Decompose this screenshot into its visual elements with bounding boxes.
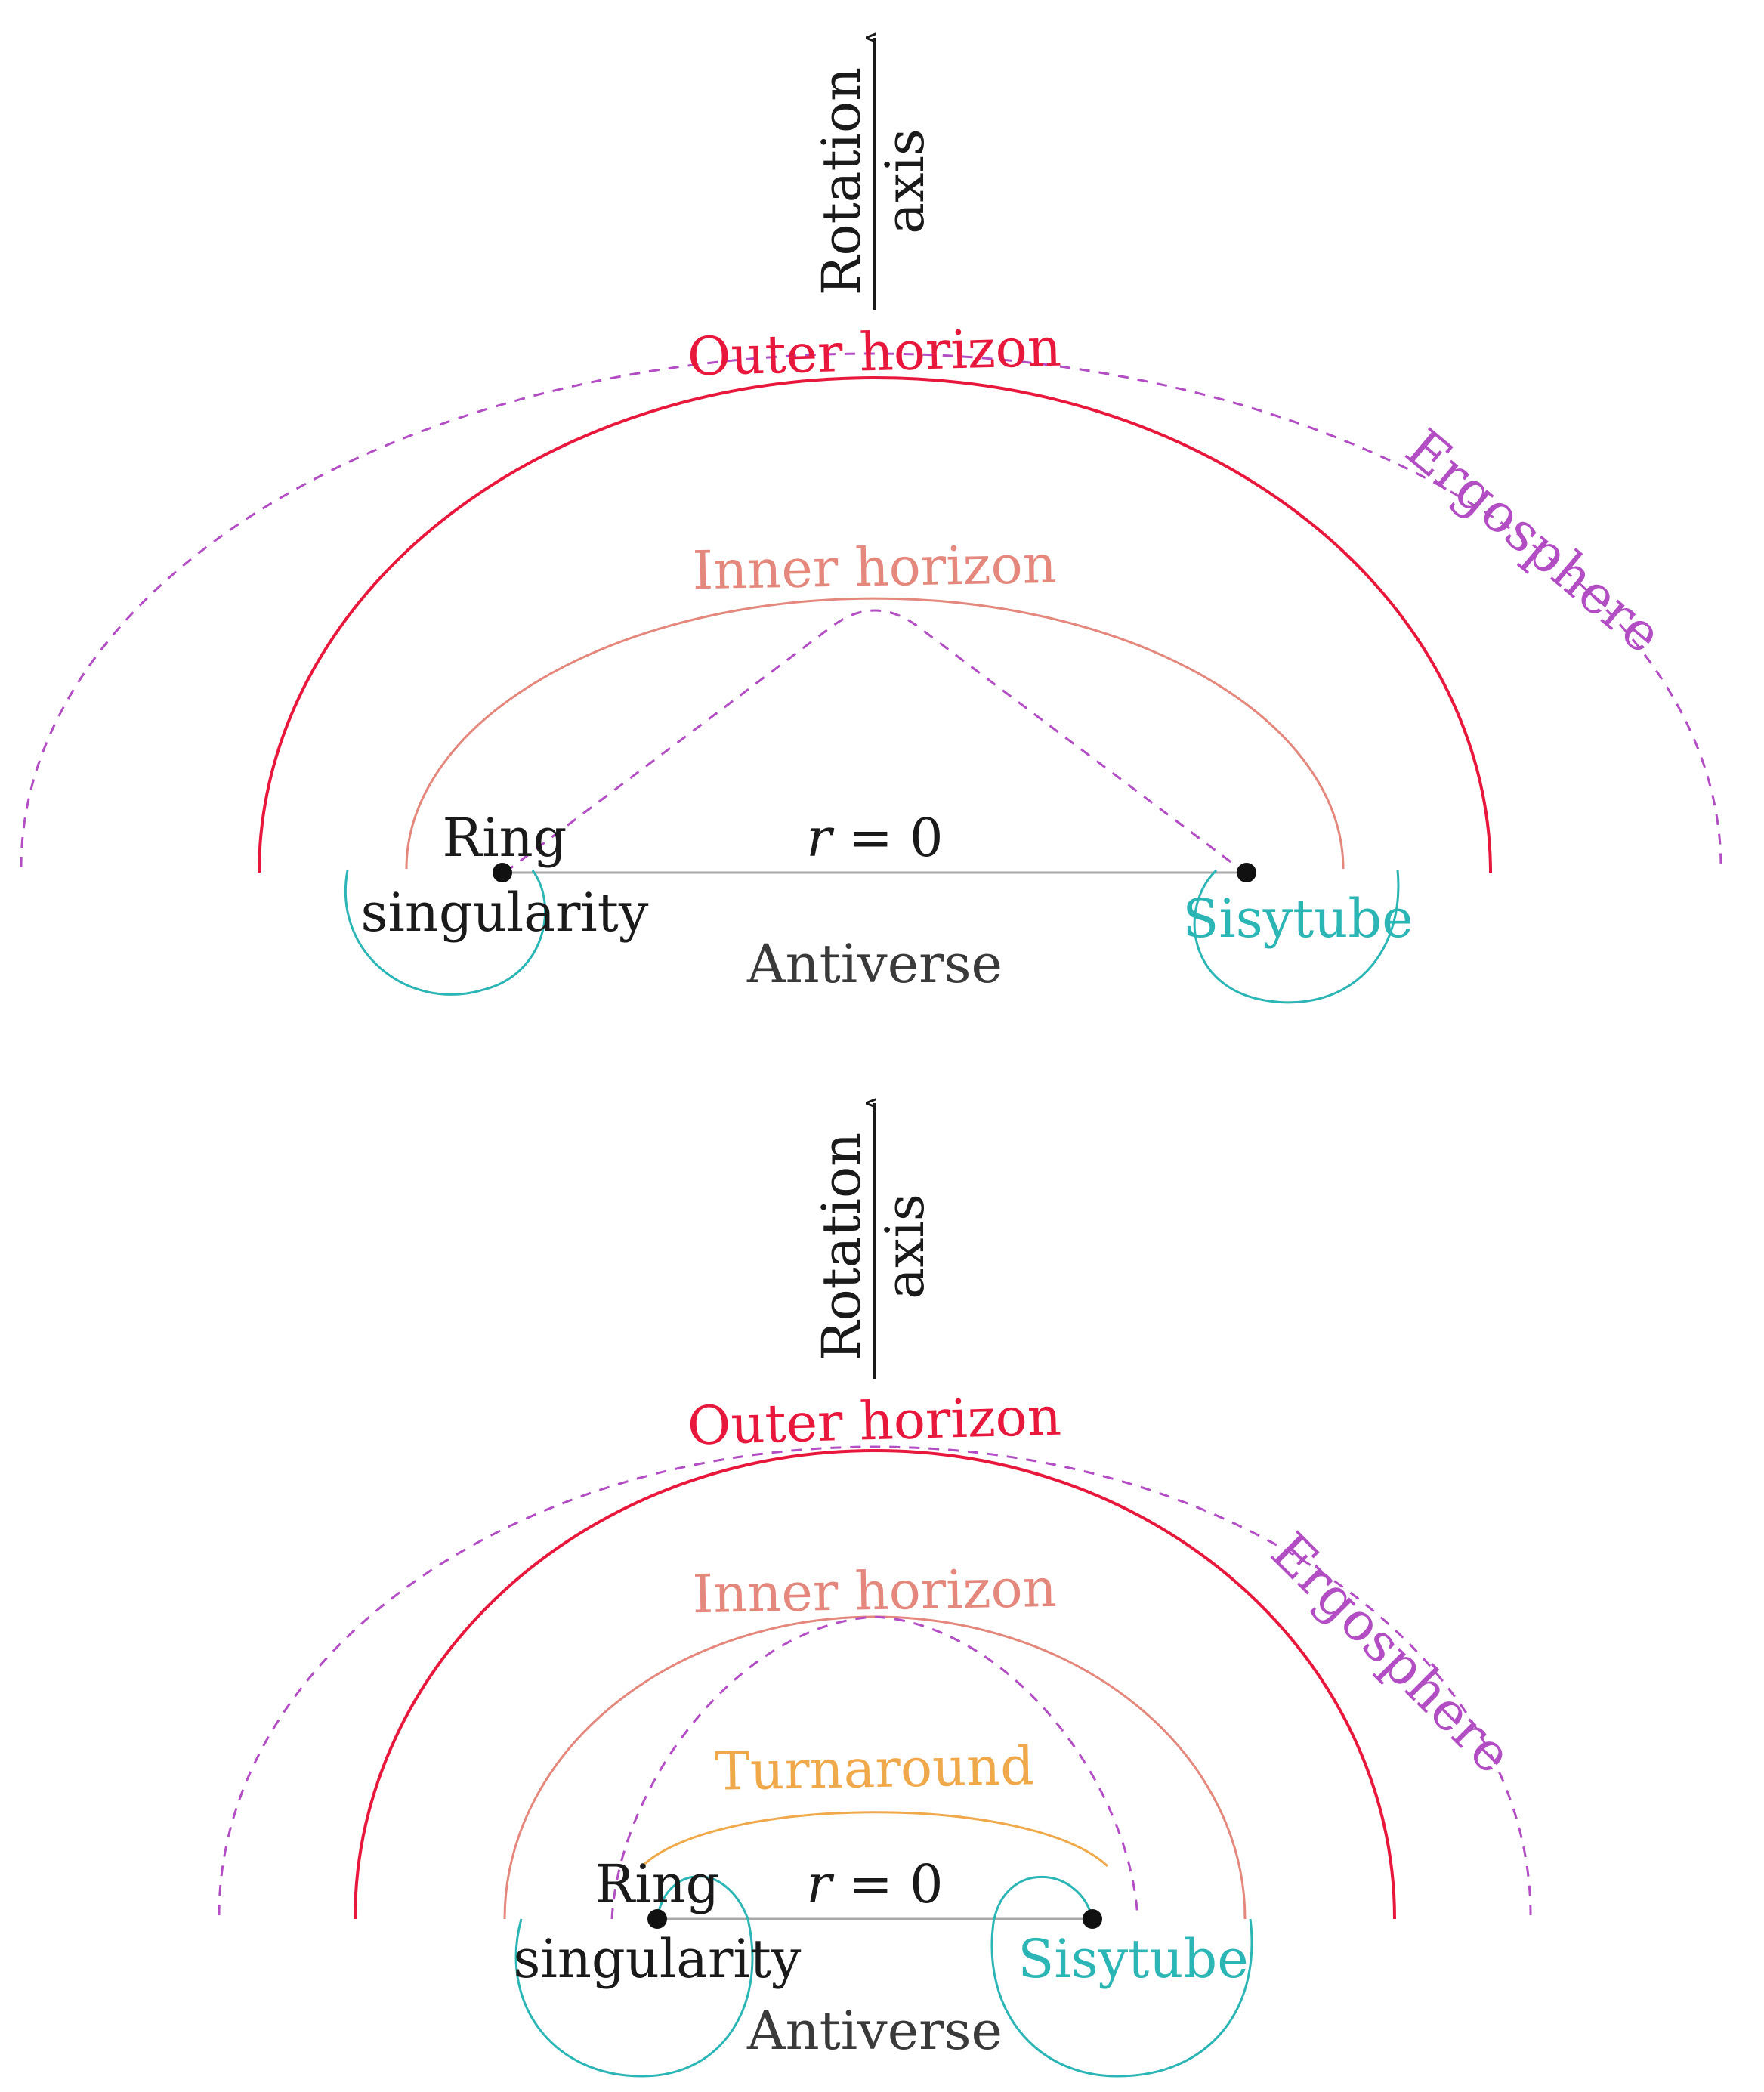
sisytube-curve-right [990,1875,1253,2078]
ring-label-line2: singularity [514,1928,802,1990]
sisytube-curve-left [514,1875,754,2078]
axis-label-line1: Rotation [811,1133,873,1361]
ergosphere-curve [20,352,1722,868]
sisytube-label: Sisytube [1182,888,1413,950]
inner-horizon-curve [405,597,1345,870]
panel-bottom: Rotation axis Outer horizon Inner horizo… [218,1103,1532,2078]
outer-horizon-label: Outer horizon [687,1386,1062,1457]
axis-label-line2: axis [874,128,936,234]
ergosphere-label: Ergosphere [1259,1521,1524,1785]
inner-horizon-curve [503,1615,1247,1920]
inner-horizon-label: Inner horizon [692,1557,1057,1625]
outer-horizon-curve [258,376,1492,873]
ergosphere-inner-boundary [504,609,1246,874]
inner-horizon-label: Inner horizon [692,533,1057,601]
turnaround-curve [641,1811,1109,1868]
ring-label-line2: singularity [361,882,649,944]
ring-label-line1: Ring [443,807,567,869]
outer-horizon-curve [354,1449,1396,1920]
sisytube-curve-left [344,870,547,996]
panel-top: Rotation axis Outer horizon Inner horizo… [20,38,1722,1004]
turnaround-label: Turnaround [715,1735,1035,1802]
r-zero-label: r = 0 [806,1853,943,1915]
ergosphere-inner-boundary [610,1615,1139,1920]
axis-label-line1: Rotation [811,67,873,295]
ring-point-left [493,863,512,882]
sisytube-label: Sisytube [1018,1928,1248,1990]
ergosphere-label: Ergosphere [1395,417,1674,666]
antiverse-label: Antiverse [746,933,1002,995]
sisytube-curve-right [1193,869,1400,1004]
antiverse-label: Antiverse [746,2000,1002,2062]
ergosphere-curve [218,1445,1532,1916]
ring-label-line1: Ring [595,1853,720,1915]
ring-point-right [1083,1909,1102,1929]
ring-point-left [647,1909,667,1929]
axis-label-line2: axis [874,1194,936,1299]
outer-horizon-label: Outer horizon [687,317,1062,388]
r-zero-label: r = 0 [806,807,943,869]
ring-point-right [1237,863,1256,882]
